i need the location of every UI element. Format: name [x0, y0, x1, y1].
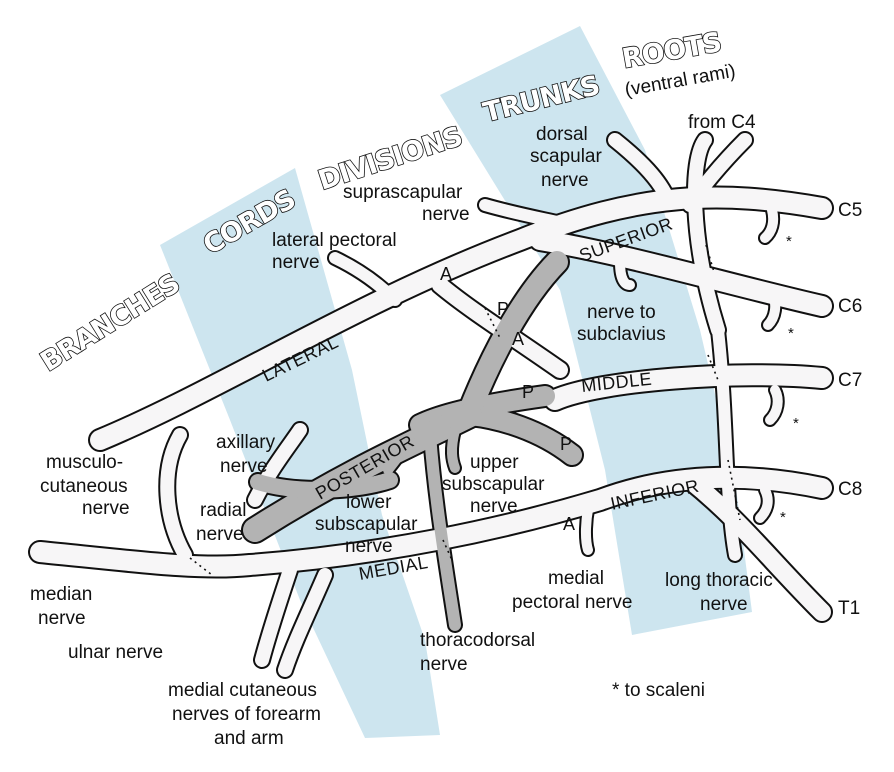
- root-c6: C6: [838, 296, 862, 317]
- label-medial-pectoral-1: medial: [548, 568, 604, 589]
- scaleni-markers: * * * *: [780, 233, 799, 526]
- label-scaleni-note: * to scaleni: [612, 680, 705, 701]
- label-musculocutaneous-1: musculo-: [46, 452, 123, 473]
- label-lower-subscapular-3: nerve: [345, 536, 393, 557]
- root-t1: T1: [838, 598, 860, 619]
- division-posterior-3: P: [560, 434, 572, 454]
- label-suprascapular-2: nerve: [422, 204, 470, 225]
- scaleni-marker-2: *: [788, 325, 794, 342]
- nerve-fills: [30, 133, 832, 677]
- division-posterior-2: P: [522, 382, 534, 402]
- label-dorsal-scapular-1: dorsal: [536, 124, 588, 145]
- division-anterior-2: A: [512, 329, 524, 349]
- label-musculocutaneous-2: cutaneous: [40, 476, 128, 497]
- header-branches: BRANCHES: [35, 268, 185, 378]
- label-lower-subscapular-1: lower: [346, 492, 392, 513]
- label-thoracodorsal-1: thoracodorsal: [420, 630, 535, 651]
- boundary-dots: [189, 244, 741, 576]
- label-lower-subscapular-2: subscapular: [315, 514, 418, 535]
- label-nerve-to-subclavius-1: nerve to: [587, 302, 656, 323]
- label-radial-2: nerve: [196, 524, 244, 545]
- label-thoracodorsal-2: nerve: [420, 654, 468, 675]
- label-median-1: median: [30, 584, 92, 605]
- label-suprascapular-1: suprascapular: [343, 182, 463, 203]
- scaleni-marker-4: *: [780, 509, 786, 526]
- division-anterior-1: A: [440, 264, 452, 284]
- root-c7: C7: [838, 370, 862, 391]
- label-axillary-2: nerve: [220, 456, 268, 477]
- label-medial-cutaneous-3: and arm: [214, 728, 284, 749]
- label-upper-subscapular-1: upper: [470, 452, 519, 473]
- scaleni-marker-3: *: [793, 415, 799, 432]
- label-medial-cutaneous-2: nerves of forearm: [172, 704, 321, 725]
- label-dorsal-scapular-3: nerve: [541, 170, 589, 191]
- label-dorsal-scapular-2: scapular: [530, 146, 602, 167]
- scaleni-marker-1: *: [786, 233, 792, 250]
- label-from-c4: from C4: [688, 112, 756, 133]
- label-axillary-1: axillary: [216, 432, 276, 453]
- label-lateral-pectoral-1: lateral pectoral: [272, 230, 397, 251]
- label-long-thoracic-1: long thoracic: [665, 570, 773, 591]
- division-anterior-3: A: [563, 514, 575, 534]
- label-nerve-to-subclavius-2: subclavius: [577, 324, 666, 345]
- label-radial-1: radial: [200, 500, 246, 521]
- label-medial-pectoral-2: pectoral nerve: [512, 592, 632, 613]
- label-ulnar: ulnar nerve: [68, 642, 163, 663]
- posterior-fills: [243, 251, 582, 631]
- label-musculocutaneous-3: nerve: [82, 498, 130, 519]
- root-c5: C5: [838, 200, 862, 221]
- label-upper-subscapular-3: nerve: [470, 496, 518, 517]
- label-lateral-pectoral-2: nerve: [272, 252, 320, 273]
- root-labels: C5 C6 C7 C8 T1: [838, 200, 862, 619]
- label-upper-subscapular-2: subscapular: [442, 474, 545, 495]
- label-long-thoracic-2: nerve: [700, 594, 748, 615]
- division-posterior-1: P: [497, 299, 509, 319]
- label-median-2: nerve: [38, 608, 86, 629]
- division-letters: A P A P P A: [440, 264, 575, 534]
- nerve-labels: from C4 dorsal scapular nerve suprascapu…: [30, 112, 773, 749]
- label-medial-cutaneous-1: medial cutaneous: [168, 680, 317, 701]
- root-c8: C8: [838, 479, 862, 500]
- band-cords: [160, 168, 440, 738]
